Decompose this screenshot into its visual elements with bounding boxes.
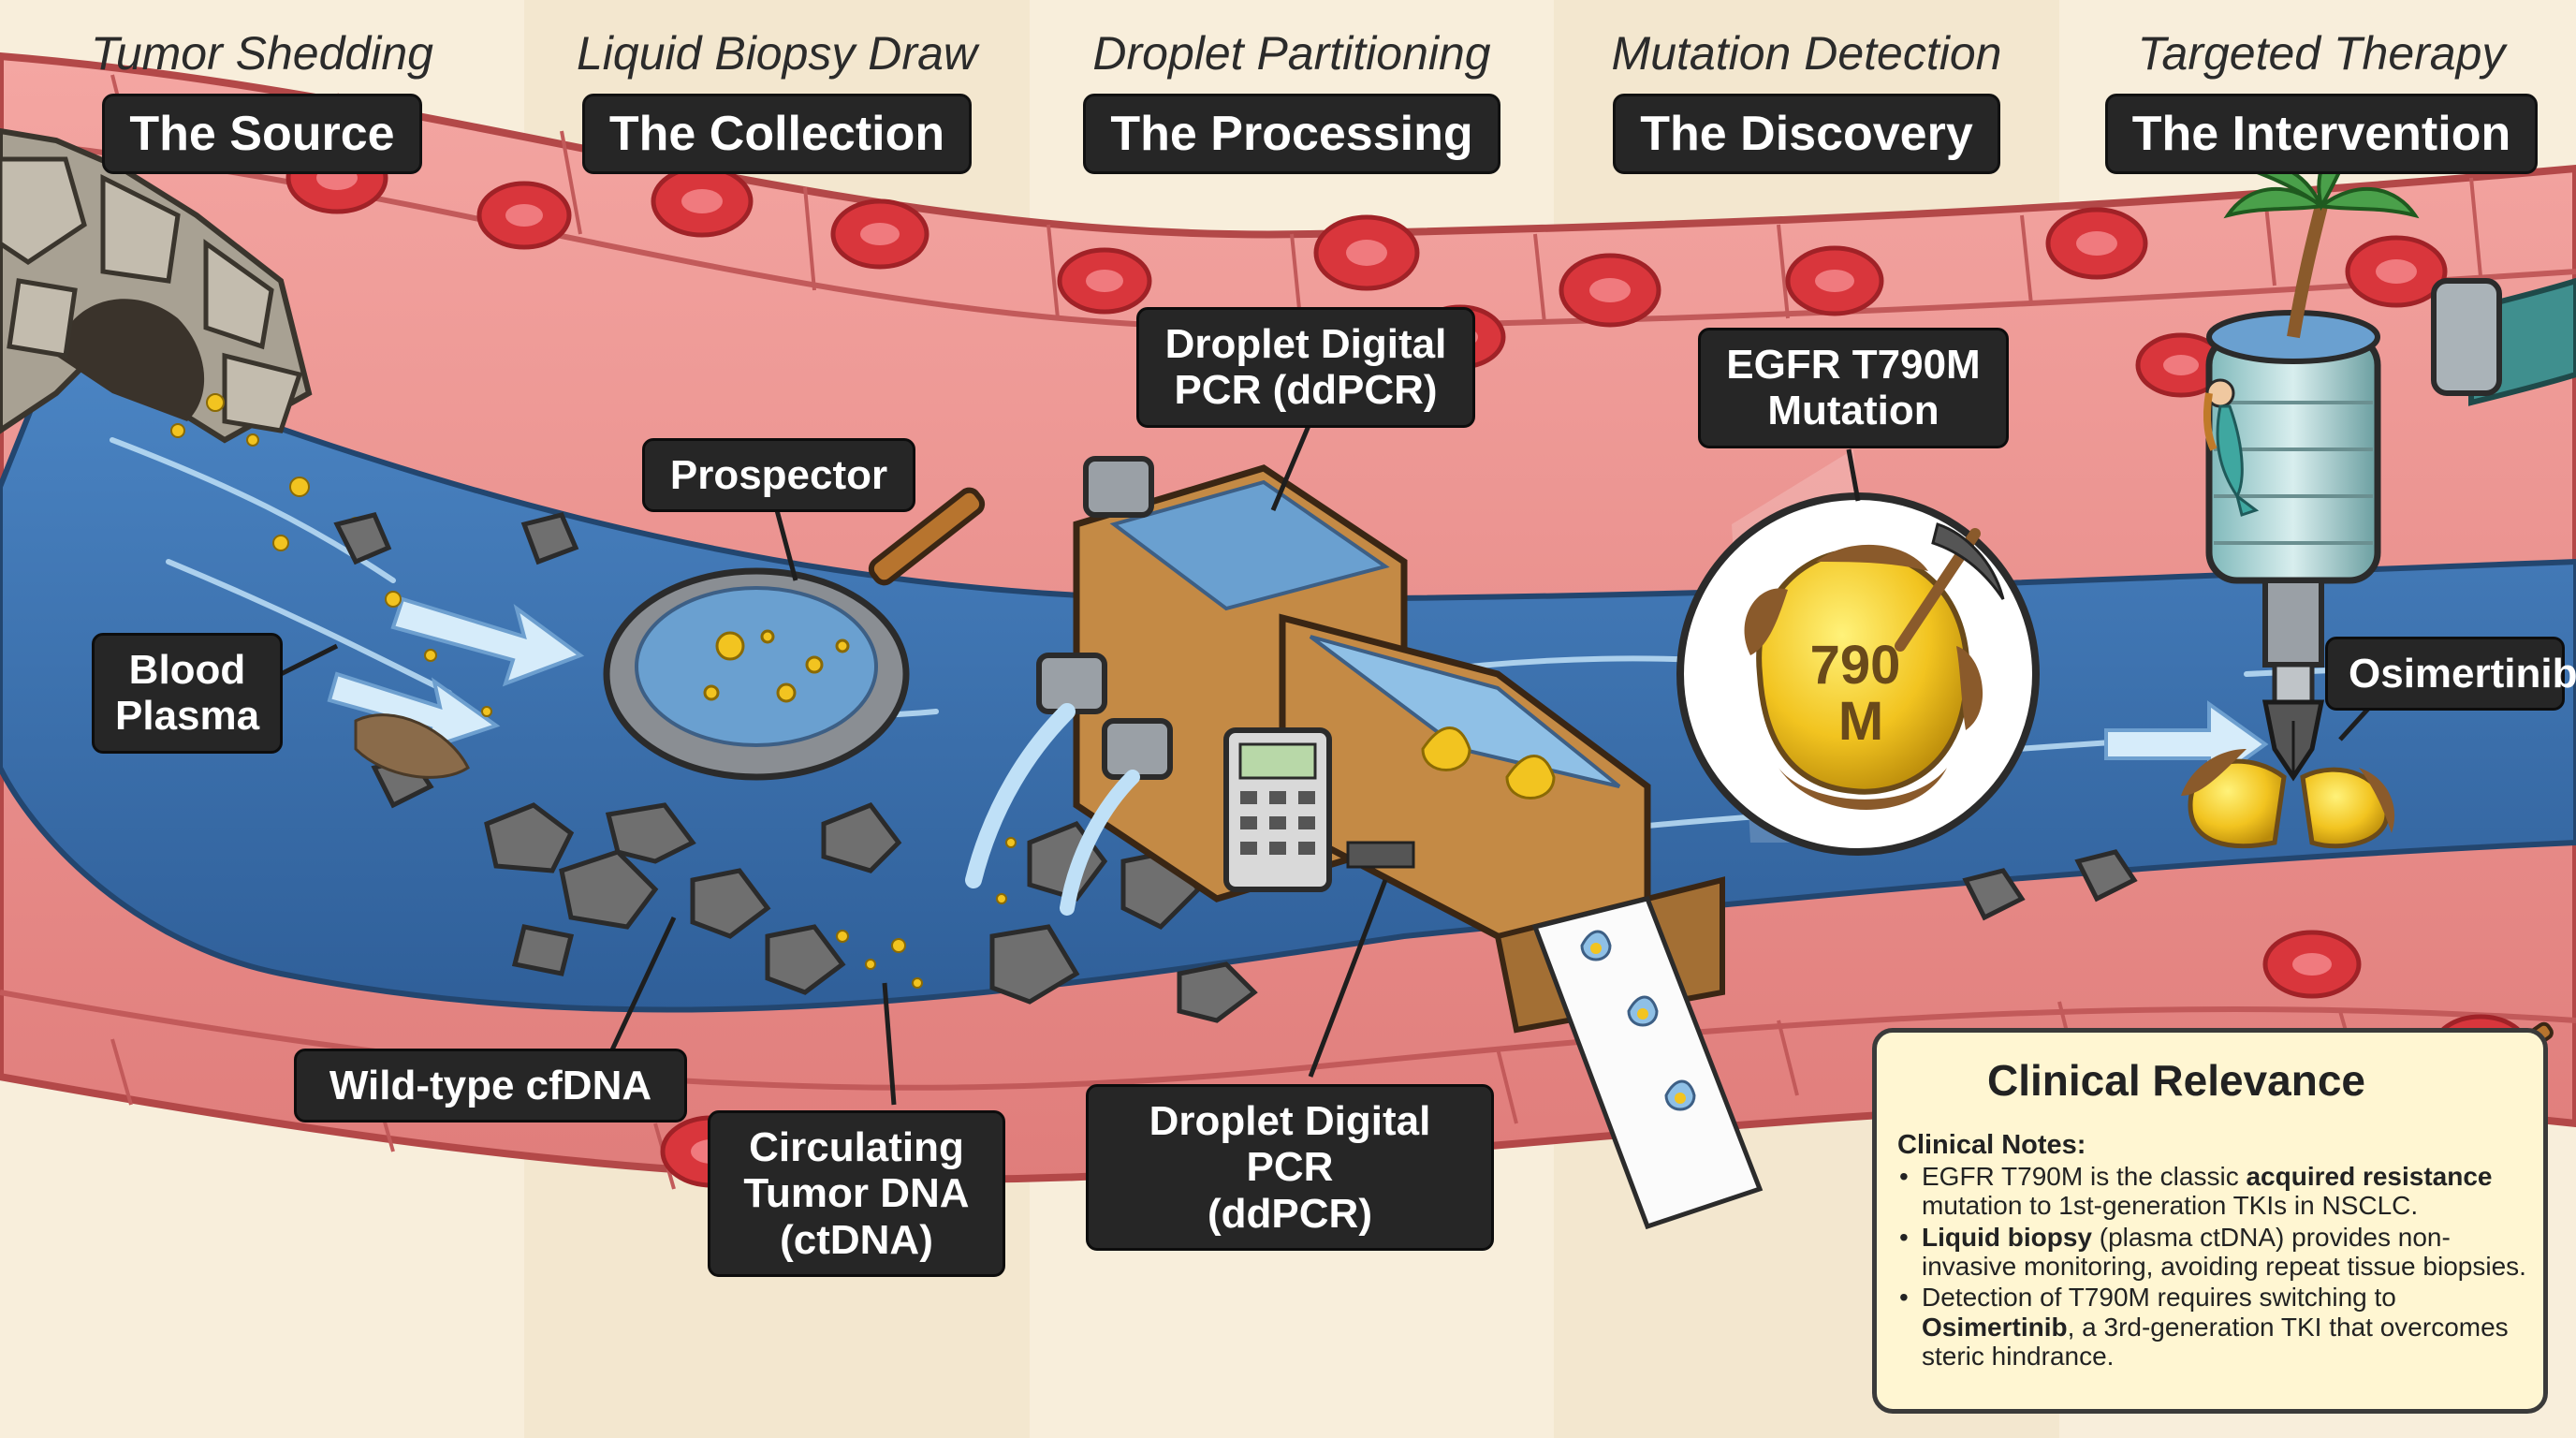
gold-pan-icon [603, 487, 986, 781]
stage-tag: The Discovery [1613, 94, 2000, 174]
printout-strip [1531, 896, 1764, 1230]
rocks-wildtype-cfdna [333, 512, 2138, 1023]
callout-osimertinib: Osimertinib [2325, 637, 2576, 712]
mermaid-icon [2203, 378, 2260, 517]
egfr-nugget [1744, 544, 1983, 810]
callout-ddpcr-bottom: Droplet Digital PCR (ddPCR) [1086, 1084, 1494, 1251]
magnifier-lens-icon [1676, 449, 2040, 856]
cracked-nugget [2181, 749, 2395, 849]
stage-intervention: Targeted Therapy The Intervention [2078, 0, 2565, 187]
tin-can-icon [2205, 277, 2576, 705]
stage-name: Droplet Partitioning [1092, 27, 1491, 80]
callout-ddpcr-top: Droplet Digital PCR (ddPCR) [1136, 307, 1475, 428]
callout-blood-plasma: Blood Plasma [92, 633, 283, 754]
fountain-pen-icon [2261, 699, 2325, 782]
clinical-note: Detection of T790M requires switching to… [1897, 1283, 2534, 1371]
calculator-icon [1223, 727, 1332, 892]
clinical-note: EGFR T790M is the classic acquired resis… [1897, 1162, 2534, 1221]
clinical-relevance-panel: Clinical Relevance Clinical Notes: EGFR … [1872, 1028, 2548, 1414]
stage-source: Tumor Shedding The Source [37, 0, 487, 187]
stage-name: Mutation Detection [1611, 27, 2002, 80]
brown-sediment [354, 713, 470, 779]
clinical-subtitle: Clinical Notes: [1897, 1130, 2086, 1160]
clinical-notes-list: EGFR T790M is the classic acquired resis… [1897, 1162, 2534, 1373]
stage-tag: The Processing [1083, 94, 1500, 174]
stage-tag: The Source [102, 94, 422, 174]
stage-collection: Liquid Biopsy Draw The Collection [543, 0, 1011, 187]
nugget-label-790: 790 [1810, 635, 1901, 696]
leader-lines [279, 420, 2389, 1106]
water-spout [965, 703, 1076, 888]
pickaxe-icon [1895, 522, 2005, 652]
stage-tag: The Intervention [2104, 94, 2539, 174]
callout-wildtype-cfdna: Wild-type cfDNA [294, 1049, 687, 1123]
callout-ctdna: Circulating Tumor DNA (ctDNA) [708, 1110, 1005, 1277]
stage-tag: The Collection [581, 94, 973, 174]
stage-name: Targeted Therapy [2137, 27, 2506, 80]
callout-prospector: Prospector [642, 438, 915, 513]
stage-processing: Droplet Partitioning The Processing [1048, 0, 1535, 187]
callout-egfr-mutation: EGFR T790M Mutation [1698, 328, 2009, 448]
clinical-title: Clinical Relevance [1987, 1056, 2365, 1105]
stage-name: Tumor Shedding [91, 27, 433, 80]
stage-name: Liquid Biopsy Draw [577, 27, 977, 80]
nugget-label-m: M [1838, 691, 1883, 752]
clinical-note: Liquid biopsy (plasma ctDNA) provides no… [1897, 1223, 2534, 1282]
stage-discovery: Mutation Detection The Discovery [1573, 0, 2041, 187]
cave-icon [0, 127, 313, 444]
